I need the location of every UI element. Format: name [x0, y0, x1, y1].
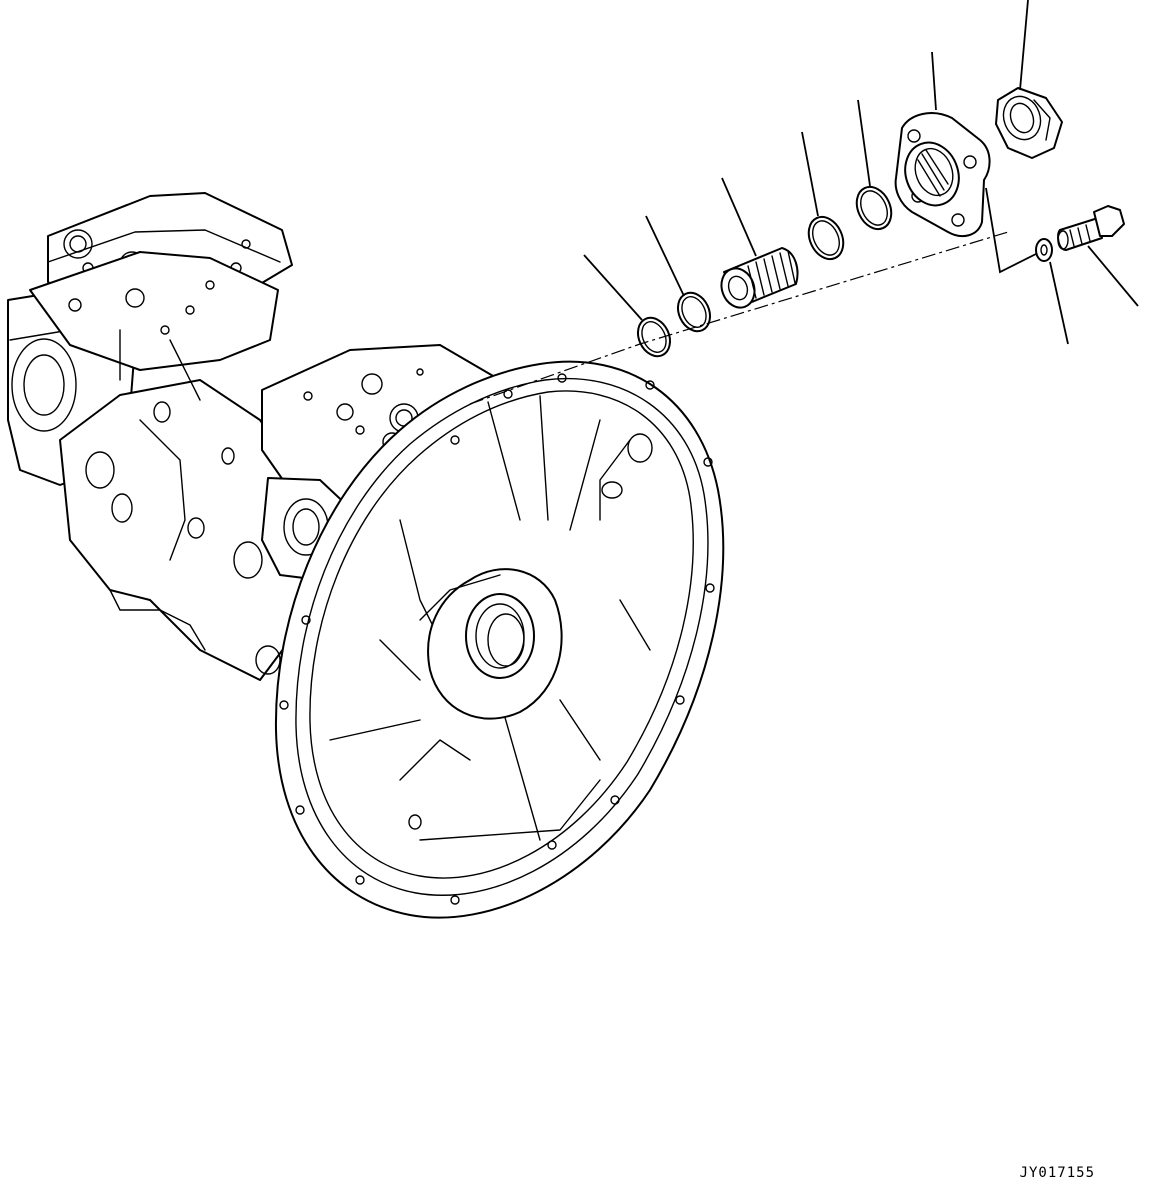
reference-leader-lines [583, 0, 1139, 345]
o-ring-part-1 [636, 316, 672, 358]
hex-nut-part [995, 87, 1063, 159]
washer-part [1035, 238, 1053, 262]
o-ring-part-2 [676, 291, 712, 333]
o-ring-part-3 [807, 215, 845, 261]
threaded-sleeve-part [720, 247, 799, 309]
bolt-part [1057, 205, 1125, 251]
drawing-reference-code: JY017155 [1019, 1165, 1095, 1181]
flange-part [894, 112, 991, 238]
hydraulic-pump-assembly [7, 192, 506, 681]
flywheel-housing [274, 360, 725, 919]
o-ring-part-4 [855, 185, 893, 231]
bolt-alignment-line [985, 187, 1037, 274]
